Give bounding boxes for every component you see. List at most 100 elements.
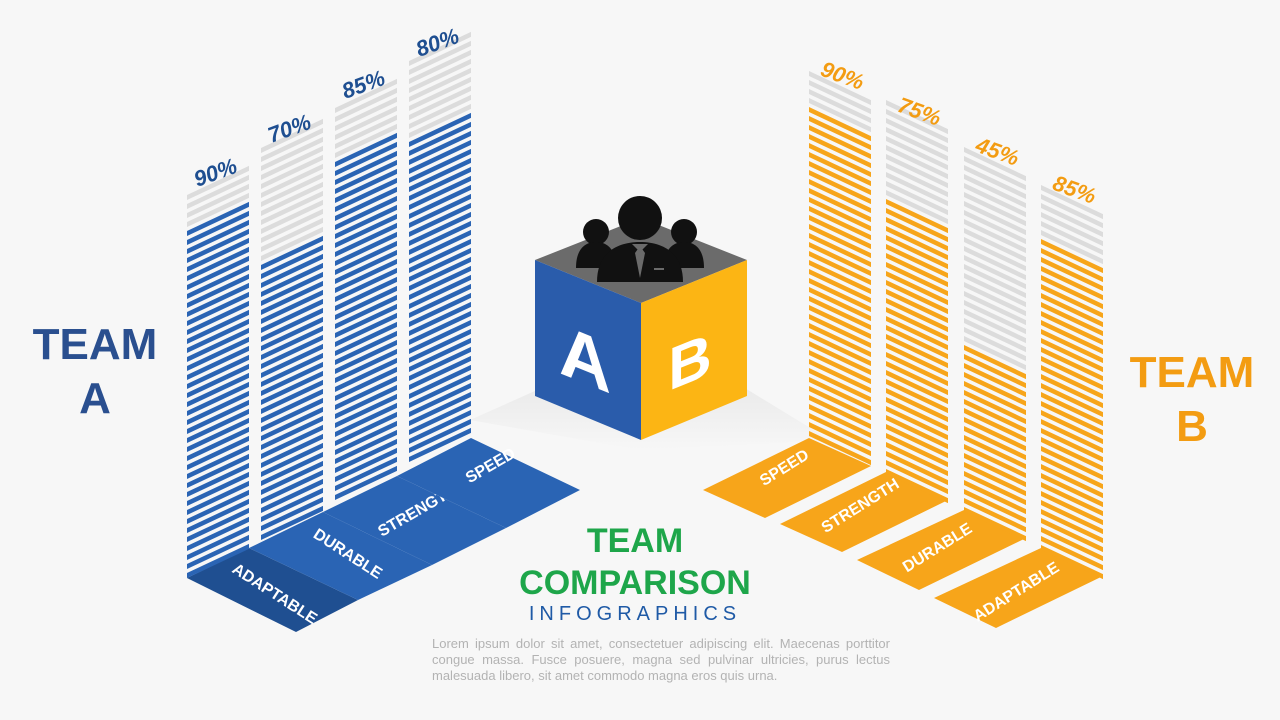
team-b-bar-stripe <box>1041 365 1103 400</box>
team-b-bar-stripe <box>964 507 1026 542</box>
team-b-bar-stripe <box>1041 257 1103 292</box>
team-a-bar-stripe <box>335 321 397 356</box>
team-a-bar-strength: 85% <box>335 65 397 500</box>
team-b-bar-stripe <box>886 424 948 459</box>
team-a-bar-stripe <box>409 229 471 264</box>
team-a-bar-stripe <box>409 67 471 102</box>
team-b-bar-stripe <box>964 345 1026 380</box>
team-a-bar-stripe <box>261 208 323 243</box>
team-b-bar-stripe <box>809 359 871 394</box>
team-b-tile-shape <box>703 438 871 518</box>
team-b-bar-stripe <box>1041 536 1103 571</box>
team-b-line1: TEAM <box>1129 348 1255 397</box>
team-a-bar-stripe <box>335 456 397 491</box>
team-a-bar-stripe <box>335 195 397 230</box>
team-a-bar-stripe <box>187 246 249 281</box>
team-a-bar-stripe <box>187 498 249 533</box>
team-b-bar-stripe <box>1041 275 1103 310</box>
team-a-bar-stripe <box>409 112 471 147</box>
team-b-bar-stripe <box>1041 248 1103 283</box>
team-b-bar-stripe <box>1041 347 1103 382</box>
team-b-bar-stripe <box>1041 221 1103 256</box>
team-a-bar-stripe <box>409 409 471 444</box>
team-a-bar-stripe <box>187 192 249 227</box>
body-paragraph: Lorem ipsum dolor sit amet, consectetuer… <box>432 636 890 683</box>
team-a-category-tile-adaptable: ADAPTABLE <box>187 548 358 632</box>
team-b-bar-stripe <box>809 107 871 142</box>
team-a-bar-stripe <box>261 253 323 288</box>
team-a-line2: A <box>79 374 111 423</box>
team-a-bar-stripe <box>335 231 397 266</box>
team-b-bar-stripe <box>1041 311 1103 346</box>
team-b-bar-stripe <box>809 188 871 223</box>
team-a-bar-stripe <box>261 505 323 540</box>
team-b-bar-stripe <box>1041 401 1103 436</box>
team-a-bar-stripe <box>261 235 323 270</box>
team-b-bar-stripe <box>809 260 871 295</box>
team-b-bar-stripe <box>809 413 871 448</box>
team-b-bar-stripe <box>1041 320 1103 355</box>
team-b-bar-stripe <box>1041 302 1103 337</box>
team-a-bar-stripe <box>409 355 471 390</box>
team-b-bar-stripe <box>1041 419 1103 454</box>
team-b-bar-stripe <box>886 235 948 270</box>
team-a-bar-stripe <box>335 429 397 464</box>
team-b-bar-stripe <box>964 435 1026 470</box>
team-b-bar-stripe <box>886 262 948 297</box>
team-b-bar-stripe <box>809 386 871 421</box>
team-b-bar-stripe <box>1041 500 1103 535</box>
team-b-bar-stripe <box>964 300 1026 335</box>
team-a-bar-stripe <box>261 343 323 378</box>
team-b-bar-stripe <box>1041 437 1103 472</box>
team-a-bar-stripe <box>409 85 471 120</box>
team-a-bar-stripe <box>409 382 471 417</box>
team-a-bar-stripe <box>187 165 249 200</box>
team-a-bar-stripe <box>261 298 323 333</box>
team-b-bar-stripe <box>809 305 871 340</box>
team-b-bar-stripe <box>1041 428 1103 463</box>
team-b-bar-stripe <box>1041 239 1103 274</box>
team-b-bar-stripe <box>964 489 1026 524</box>
team-a-bar-stripe <box>335 348 397 383</box>
team-a-bar-stripe <box>261 379 323 414</box>
team-b-bar-stripe <box>1041 482 1103 517</box>
team-people-icon <box>576 196 704 282</box>
team-a-bar-stripe <box>261 361 323 396</box>
team-a-bar-stripe <box>409 310 471 345</box>
team-b-bar-stripe <box>809 134 871 169</box>
team-a-bar-stripe <box>261 190 323 225</box>
team-a-bar-stripe <box>335 357 397 392</box>
team-a-bar-stripe <box>187 516 249 551</box>
team-b-bar-stripe <box>886 388 948 423</box>
team-b-bar-stripe <box>886 325 948 360</box>
team-a-bar-stripe <box>409 256 471 291</box>
team-b-bar-stripe <box>886 145 948 180</box>
team-a-bar-stripe <box>261 172 323 207</box>
team-b-bar-stripe <box>964 291 1026 326</box>
team-b-bar-stripe <box>886 307 948 342</box>
team-a-bar-stripe <box>187 291 249 326</box>
team-a-bar-stripe <box>261 397 323 432</box>
team-a-bar-stripe <box>409 31 471 66</box>
team-a-bar-stripe <box>335 177 397 212</box>
team-a-bar-stripe <box>187 255 249 290</box>
team-b-bar-stripe <box>886 451 948 486</box>
team-b-bar-stripe <box>809 422 871 457</box>
team-a-bar-stripe <box>261 199 323 234</box>
team-a-bar-stripe <box>409 292 471 327</box>
team-a-bar-stripe <box>261 163 323 198</box>
team-a-bar-stripe <box>335 150 397 185</box>
team-b-bar-stripe <box>886 361 948 396</box>
cube-right-face <box>641 260 747 440</box>
team-a-value-label: 80% <box>412 23 462 62</box>
team-b-bar-stripe <box>964 219 1026 254</box>
team-a-bar-stripe <box>409 418 471 453</box>
team-a-bar-stripe <box>409 157 471 192</box>
team-a-bar-stripe <box>335 420 397 455</box>
team-b-bar-stripe <box>1041 392 1103 427</box>
team-b-bar-stripe <box>964 246 1026 281</box>
team-a-bar-stripe <box>261 460 323 495</box>
team-a-bar-stripe <box>187 417 249 452</box>
team-a-bar-stripe <box>261 451 323 486</box>
team-b-bar-adaptable: 85% <box>1041 170 1103 580</box>
